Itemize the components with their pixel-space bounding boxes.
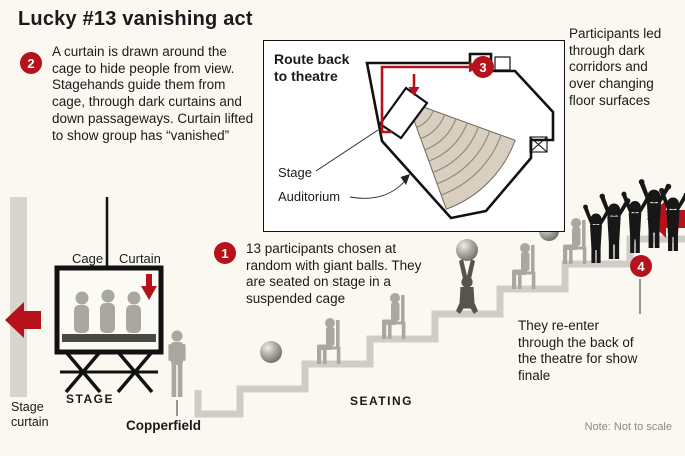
participants-in-cage bbox=[74, 289, 141, 333]
step-3-badge: 3 bbox=[472, 56, 494, 78]
step-1-text: 13 participants chosen at random with gi… bbox=[246, 241, 422, 307]
stage-area bbox=[378, 86, 429, 140]
stage-label: STAGE bbox=[66, 392, 114, 406]
cage-bench bbox=[62, 334, 156, 342]
step-2-badge: 2 bbox=[20, 52, 42, 74]
map-stage-label: Stage bbox=[278, 165, 312, 180]
route-path bbox=[380, 61, 479, 134]
stage-curtain-label: Stage curtain bbox=[11, 400, 49, 429]
step-2-number: 2 bbox=[27, 55, 35, 71]
step-3-text: Participants led through dark corridors … bbox=[569, 26, 662, 108]
stage-leader-line bbox=[315, 129, 379, 172]
step-2-text: A curtain is drawn around the cage to hi… bbox=[52, 44, 254, 143]
map-title: Route back to theatre bbox=[274, 51, 350, 84]
seating-steps bbox=[194, 235, 685, 418]
scale-note: Note: Not to scale bbox=[584, 421, 672, 433]
seating-rows bbox=[416, 110, 502, 196]
curtain-drop-arrow-icon bbox=[141, 274, 157, 300]
participant-holding-ball bbox=[456, 239, 478, 314]
stage-exit-left-arrow-icon bbox=[5, 302, 41, 338]
stairs-detail bbox=[529, 136, 548, 153]
suspended-cage bbox=[54, 265, 164, 355]
step-4-number: 4 bbox=[637, 258, 645, 274]
cage-trestle-stand bbox=[60, 350, 158, 394]
step-1-number: 1 bbox=[221, 245, 229, 261]
route-map-inset: Route back to theatre Stage Auditorium bbox=[263, 40, 565, 232]
curtain-label: Curtain bbox=[119, 251, 161, 266]
map-auditorium-label: Auditorium bbox=[278, 189, 341, 204]
cage-label: Cage bbox=[72, 251, 104, 266]
giant-ball bbox=[260, 341, 282, 363]
copperfield-label: Copperfield bbox=[126, 418, 202, 433]
page-title: Lucky #13 vanishing act bbox=[18, 8, 253, 30]
finale-crowd bbox=[583, 179, 685, 263]
backstage-room bbox=[494, 56, 511, 71]
seating-label: SEATING bbox=[350, 394, 413, 408]
copperfield-figure bbox=[168, 330, 186, 397]
route-map bbox=[315, 52, 555, 220]
step-1-badge: 1 bbox=[214, 242, 236, 264]
step-4-text: They re-enter through the back of the th… bbox=[518, 318, 638, 384]
auditorium-leader-arrow bbox=[349, 174, 410, 199]
stage-curtain-bar bbox=[10, 197, 27, 397]
step-3-number: 3 bbox=[479, 59, 487, 75]
step-4-badge: 4 bbox=[630, 255, 652, 277]
